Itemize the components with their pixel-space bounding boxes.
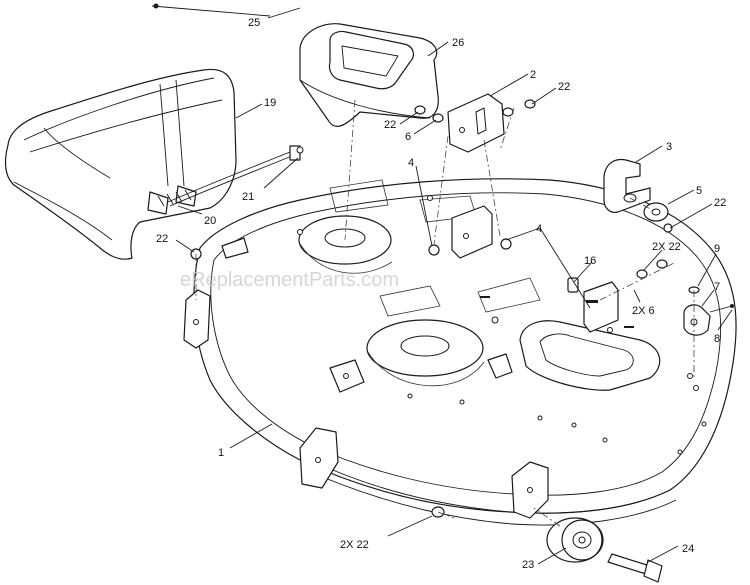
fitting-part-8: [709, 304, 734, 313]
bracket-part-2: [447, 93, 505, 153]
callout-3: 3: [666, 141, 672, 153]
callout-23: 23: [522, 559, 534, 571]
axle-bolt-part-24: [607, 553, 663, 583]
callout-22-b: 22: [384, 119, 396, 131]
spring-rod-part-21: [157, 145, 304, 207]
callout-4-b: 4: [536, 223, 542, 235]
callout-24: 24: [682, 543, 694, 555]
callout-22-a: 22: [558, 81, 570, 93]
washer-part-5: [643, 202, 669, 222]
deflector-part-19: [4, 68, 237, 260]
callout-19: 19: [264, 97, 276, 109]
callout-6-b: 2X 6: [632, 305, 655, 317]
callout-22-f: 2X 22: [340, 539, 369, 551]
gauge-wheel-part-23: [546, 517, 604, 563]
bracket-part-3: [603, 158, 651, 213]
callout-25: 25: [248, 17, 260, 29]
callout-leader-lines: [151, 5, 733, 565]
callout-5: 5: [696, 185, 702, 197]
callout-4-a: 4: [408, 157, 414, 169]
callout-6-a: 6: [405, 131, 411, 143]
callout-8: 8: [714, 333, 720, 345]
watermark-text: eReplacementParts.com: [180, 269, 399, 291]
cover-part-26: [299, 23, 439, 128]
callout-20: 20: [204, 215, 216, 227]
mower-deck-part-1: [183, 178, 737, 526]
callout-16: 16: [584, 255, 596, 267]
assembly-center-lines: [195, 99, 695, 527]
bolt-part-16: [567, 277, 579, 293]
callout-1: 1: [218, 447, 224, 459]
callout-26: 26: [452, 37, 464, 49]
callout-22-d: 22: [714, 197, 726, 209]
callout-22-e: 2X 22: [652, 241, 681, 253]
callout-2: 2: [530, 69, 536, 81]
fitting-part-7: [683, 304, 711, 336]
mid-bracket-part-4: [428, 205, 619, 333]
callout-21: 21: [242, 191, 254, 203]
callout-22-c: 22: [156, 233, 168, 245]
callout-9: 9: [714, 243, 720, 255]
callout-7: 7: [714, 281, 720, 293]
